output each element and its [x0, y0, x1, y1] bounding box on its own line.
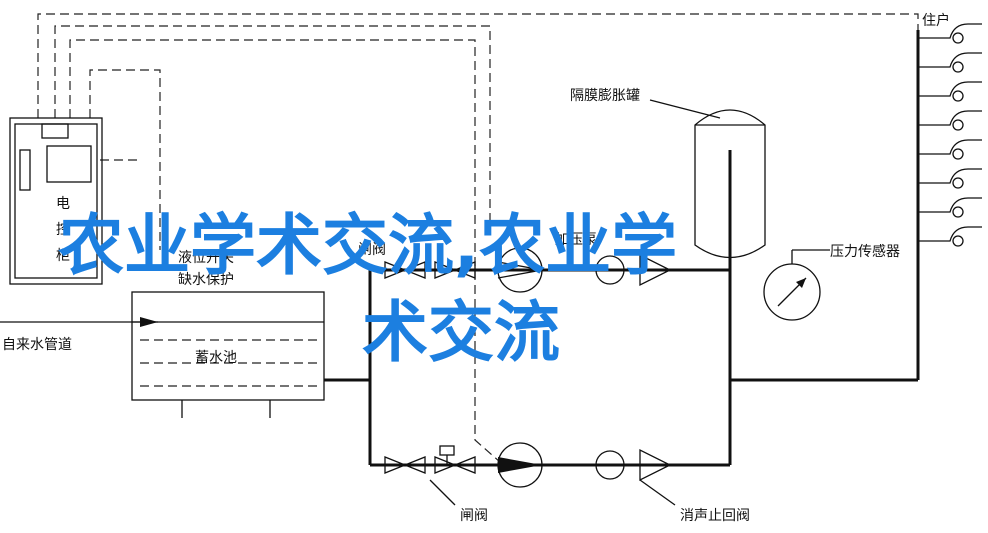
cabinet-label-1: 电 [56, 196, 70, 212]
control-line-pump [54, 25, 491, 230]
outlet-pipe [918, 139, 982, 155]
gate-valve-bottom-1-icon [384, 456, 426, 474]
cabinet-frame [9, 117, 103, 285]
inflow-label: 自来水管道 [2, 337, 72, 353]
check-valve-bottom-icon [595, 450, 625, 480]
outlet-pipe [918, 168, 982, 184]
outlet-tap-icon [952, 148, 964, 160]
storage-tank-body [131, 291, 325, 401]
outlet-pipe [918, 23, 982, 39]
control-line-residential [37, 13, 919, 118]
outlet-tap-icon [952, 32, 964, 44]
outlet-tap-icon [952, 206, 964, 218]
shortage-protection-label: 缺水保护 [178, 272, 234, 288]
outlet-tap-icon [952, 90, 964, 102]
outlet-pipe [918, 197, 982, 213]
cabinet-indicator [41, 123, 69, 139]
gate-valve-bottom-label: 闸阀 [460, 508, 488, 524]
expansion-tank-label: 隔膜膨胀罐 [570, 87, 640, 104]
watermark-line-2: 术交流 [362, 294, 560, 371]
residential-label: 住户 [922, 12, 950, 29]
pressure-sensor: 压力传感器 [763, 243, 900, 321]
gate-valve-bottom-2-icon [434, 456, 476, 474]
outlet-tap-icon [952, 119, 964, 131]
top-branch: 闸阀 加压泵 [358, 232, 672, 293]
level-switch-label: 液位开关 [178, 250, 234, 266]
storage-tank-label: 蓄水池 [195, 350, 237, 366]
check-valve-top-icon [595, 255, 625, 285]
storage-tank: 蓄水池 液位开关 缺水保护 [131, 250, 325, 418]
gate-valve-top-2-icon [434, 261, 476, 279]
expansion-tank: 隔膜膨胀罐 [570, 87, 766, 258]
control-cabinet: 电 控 柜 [9, 117, 103, 285]
outlet-tap-icon [952, 177, 964, 189]
cabinet-handle [19, 149, 31, 191]
outlet-tap-icon [952, 235, 964, 247]
residential-outlets: 住户 [918, 12, 982, 247]
gate-valve-top-label: 闸阀 [358, 242, 386, 258]
watermark: 农业学术交流,农业学 术交流 [58, 207, 677, 371]
outlet-pipe [918, 110, 982, 126]
pressure-sensor-label: 压力传感器 [830, 243, 900, 260]
cabinet-label-3: 柜 [56, 248, 70, 264]
cabinet-screen [46, 145, 92, 183]
expansion-tank-body [694, 109, 766, 258]
gate-valve-top-1-icon [384, 261, 426, 279]
outlet-pipe [918, 226, 982, 242]
pump-label: 加压泵 [555, 232, 597, 248]
cabinet-label-2: 控 [56, 222, 70, 238]
water-level-lines [140, 339, 320, 387]
outlet-tap-icon [952, 61, 964, 73]
bottom-branch: 闸阀 消声止回阀 [384, 442, 750, 524]
check-valve-label: 消声止回阀 [680, 508, 750, 524]
control-line-pump-bottom [69, 39, 501, 463]
control-lines [37, 13, 919, 463]
outlet-pipe [918, 81, 982, 97]
outlet-pipe [918, 52, 982, 68]
watermark-line-1: 农业学术交流,农业学 [58, 207, 677, 284]
